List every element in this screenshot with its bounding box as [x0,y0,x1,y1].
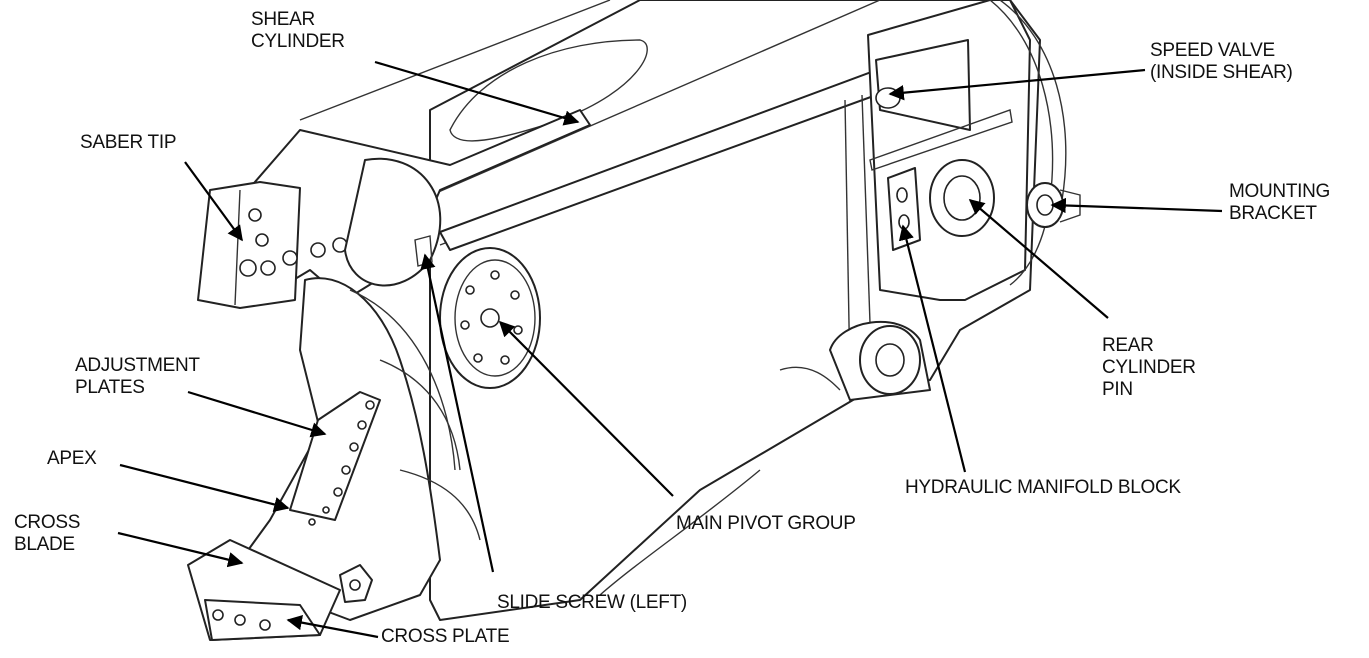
shear-body-drawing [187,0,1081,641]
leader-apex [119,463,290,513]
leader-cross-plate [286,615,379,639]
label-saber-tip: SABER TIP [80,132,177,153]
label-hydraulic-manifold-block: HYDRAULIC MANIFOLD BLOCK [905,477,1181,498]
leader-cross-blade [117,531,244,568]
label-main-pivot-group: MAIN PIVOT GROUP [676,513,856,534]
leader-adjustment-plates [187,390,327,438]
leader-rear-cylinder-pin [968,198,1109,319]
label-cross-plate: CROSS PLATE [381,626,510,647]
leader-mounting-bracket [1050,197,1223,214]
leader-hydraulic-manifold [898,224,967,473]
label-speed-valve: SPEED VALVE(INSIDE SHEAR) [1150,40,1293,83]
leader-speed-valve [888,68,1146,101]
label-slide-screw-left: SLIDE SCREW (LEFT) [497,592,687,613]
label-apex: APEX [47,448,97,469]
leader-saber-tip [184,161,243,242]
leader-slide-screw [420,253,495,573]
leader-main-pivot-group [498,320,674,497]
leader-lines [117,60,1223,639]
leader-shear-cylinder [374,60,580,126]
